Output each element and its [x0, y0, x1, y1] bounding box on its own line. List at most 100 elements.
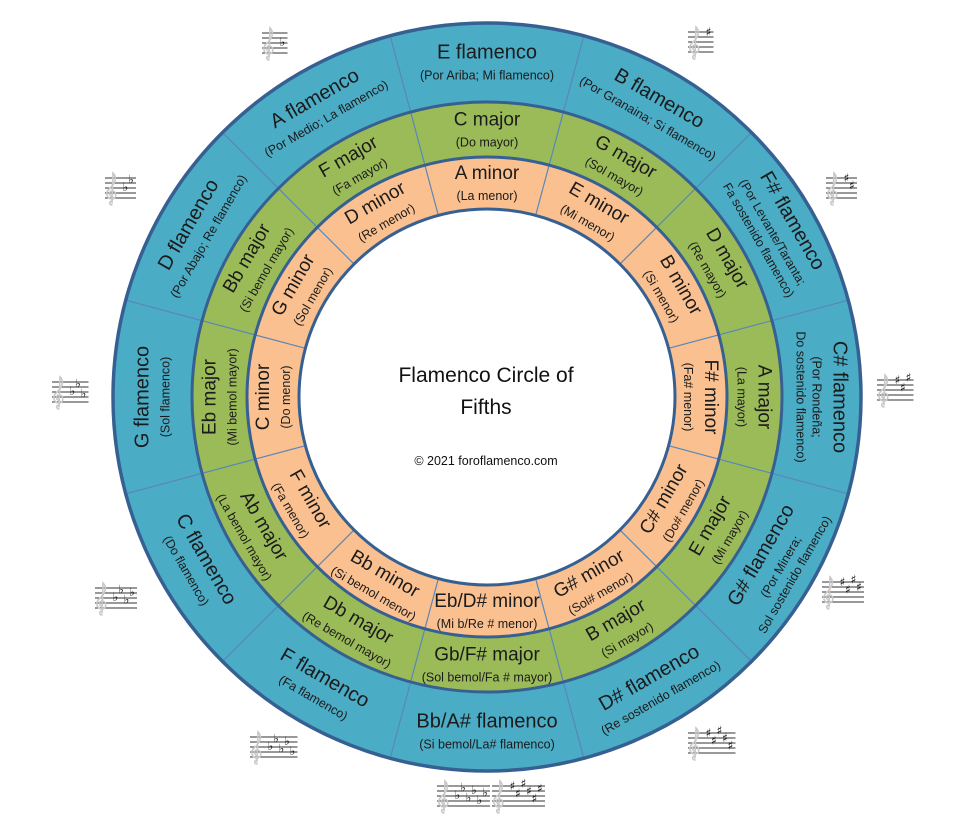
flamenco-key-spanish-name: Do sostenido flamenco) [794, 331, 808, 462]
flamenco-label-e-flamenco: E flamenco(Por Ariba; Mi flamenco) [420, 42, 554, 83]
treble-clef-icon [689, 726, 700, 761]
sharp-icon: ♯ [728, 739, 734, 753]
major-key-name: A major [754, 365, 775, 430]
major-key-name: Eb major [200, 358, 221, 435]
sharp-icon: ♯ [521, 777, 527, 791]
flat-icon: ♭ [284, 734, 290, 748]
major-sector-db-major [278, 566, 425, 682]
minor-key-spanish-name: (La menor) [456, 189, 517, 203]
treble-clef-icon [96, 581, 107, 616]
minor-key-name: A minor [455, 163, 520, 184]
minor-sector-c-minor [247, 334, 306, 460]
flat-icon: ♭ [70, 384, 76, 398]
key-signatures: ♯♯♯♯♯♯♯♯♯♯♯♯♯♯♯♭♭♭♭♭♭♯♯♯♯♯♯♭♭♭♭♭♭♭♭♭♭♭♭♭… [52, 25, 914, 814]
sector-divider-line [668, 299, 849, 349]
major-key-name: Gb/F# major [434, 645, 540, 666]
flamenco-label-bb-a-flamenco: Bb/A# flamenco(Si bemol/La# flamenco) [416, 711, 557, 752]
flamenco-sector-d-flamenco [125, 132, 279, 321]
major-key-spanish-name: (Do mayor) [456, 136, 519, 150]
sector-divider-line [389, 578, 439, 759]
major-sector-ab-major [202, 459, 318, 606]
sharp-icon: ♯ [845, 583, 851, 597]
sharp-icon: ♯ [526, 784, 532, 798]
treble-clef-icon [438, 779, 449, 814]
sharp-icon: ♯ [532, 792, 538, 806]
sector-divider-line [535, 578, 585, 759]
diagram-title-line-2: Fifths [460, 396, 511, 419]
sharp-icon: ♯ [844, 171, 850, 185]
major-label-c-major: C major (Do mayor) [454, 110, 521, 150]
minor-key-spanish-name: (Mi b/Re # menor) [437, 617, 538, 631]
flamenco-sector-b-flamenco [563, 35, 752, 189]
major-sector-e-major [656, 459, 772, 606]
minor-sector-bb-minor [317, 529, 439, 629]
flat-icon: ♭ [280, 35, 286, 49]
key-signature-4-sharps: ♯♯♯♯ [822, 573, 864, 610]
flamenco-key-spanish-name: (Por Ariba; Mi flamenco) [420, 69, 554, 83]
sharp-icon: ♯ [840, 575, 846, 589]
sharp-icon: ♯ [851, 573, 857, 587]
ring-borders [111, 21, 863, 773]
sharp-icon: ♯ [706, 25, 712, 39]
minor-sector-g-minor [255, 227, 355, 349]
sector-divider-line [619, 132, 752, 265]
minor-sector-d-minor [317, 165, 439, 265]
flat-icon: ♭ [290, 744, 296, 758]
copyright-notice: © 2021 foroflamenco.com [414, 454, 557, 468]
minor-sector-a-minor [424, 156, 550, 216]
major-key-spanish-name: (La mayor) [735, 367, 749, 427]
sector-dividers [125, 35, 849, 759]
flat-icon: ♭ [113, 590, 119, 604]
flat-icon: ♭ [460, 781, 466, 795]
key-signature-5-sharps: ♯♯♯♯♯ [688, 724, 736, 761]
sector-divider-line [222, 132, 355, 265]
flat-icon: ♭ [124, 593, 130, 607]
key-signature-1-sharps: ♯ [688, 25, 714, 60]
minor-sector-e-minor [535, 165, 657, 265]
minor-sector-f-minor [668, 334, 727, 460]
treble-clef-icon [493, 779, 504, 814]
major-key-name: C major [454, 110, 521, 131]
flamenco-sector-c-flamenco [125, 473, 279, 662]
major-sector-gb-f-major [410, 628, 564, 692]
flamenco-key-spanish-name: (Si bemol/La# flamenco) [419, 738, 554, 752]
key-signature-6-flats: ♭♭♭♭♭♭ [437, 779, 490, 814]
minor-label-c-minor: C minor(Do menor) [253, 363, 293, 430]
flat-icon: ♭ [118, 583, 124, 597]
treble-clef-icon [251, 730, 262, 765]
flat-icon: ♭ [273, 732, 279, 746]
treble-clef-icon [263, 26, 274, 61]
flat-icon: ♭ [471, 783, 477, 797]
flamenco-key-name: G flamenco [132, 346, 154, 448]
treble-clef-icon [827, 171, 838, 206]
major-sector-eb-major [191, 320, 256, 474]
sector-divider-line [535, 35, 585, 216]
flamenco-sector-d-flamenco [563, 605, 752, 759]
sectors [113, 23, 861, 772]
sharp-icon: ♯ [849, 179, 855, 193]
major-sector-d-major [656, 188, 772, 335]
flamenco-sector-e-flamenco [390, 23, 584, 113]
ring-border-circle [245, 155, 729, 639]
major-label-a-major: A major (La mayor) [735, 365, 775, 430]
minor-label-a-minor: A minor (La menor) [455, 163, 520, 203]
major-sector-b-major [549, 566, 696, 682]
minor-sector-f-minor [255, 445, 355, 567]
sharp-icon: ♯ [900, 381, 906, 395]
flat-icon: ♭ [123, 180, 129, 194]
flamenco-key-spanish-name: (Por Rondeña; [810, 356, 824, 437]
key-signature-2-flats: ♭♭ [105, 171, 136, 206]
major-key-spanish-name: (Sol bemol/Fa # mayor) [422, 671, 553, 685]
sharp-icon: ♯ [906, 371, 912, 385]
key-signature-1-flats: ♭ [262, 26, 288, 61]
key-signature-3-flats: ♭♭♭ [52, 375, 89, 410]
flamenco-sector-f-flamenco [695, 132, 849, 321]
key-signature-3-sharps: ♯♯♯ [877, 371, 914, 408]
sharp-icon: ♯ [895, 373, 901, 387]
key-signature-5-flats: ♭♭♭♭♭ [250, 730, 298, 765]
sharp-icon: ♯ [706, 726, 712, 740]
major-sector-bb-major [202, 188, 318, 335]
flat-icon: ♭ [466, 791, 472, 805]
flamenco-sector-g-flamenco [695, 473, 849, 662]
sharp-icon: ♯ [856, 580, 862, 594]
